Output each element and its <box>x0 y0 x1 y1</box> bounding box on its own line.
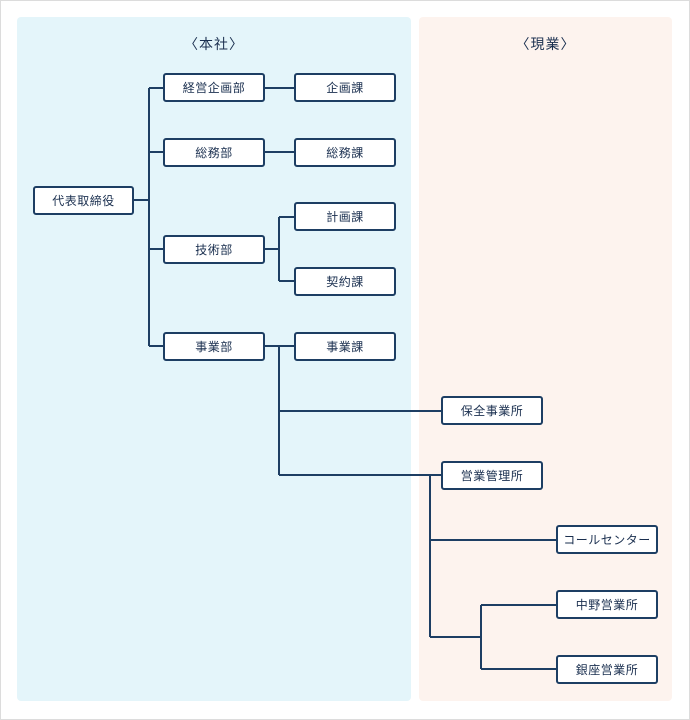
planning-dept-box: 経営企画部 <box>163 73 265 102</box>
maintenance-office-box: 保全事業所 <box>441 396 543 425</box>
head-office-heading: 〈本社〉 <box>184 37 244 53</box>
business-section-box: 事業課 <box>294 332 396 361</box>
ginza-office-box: 銀座営業所 <box>556 655 658 684</box>
sales-management-office-box: 営業管理所 <box>441 461 543 490</box>
field-operations-panel <box>419 17 672 701</box>
technology-dept-box: 技術部 <box>163 235 265 264</box>
general-affairs-section-box: 総務課 <box>294 138 396 167</box>
field-operations-heading: 〈現業〉 <box>515 37 576 53</box>
business-dept-box: 事業部 <box>163 332 265 361</box>
nakano-office-box: 中野営業所 <box>556 590 658 619</box>
planning-section-box: 企画課 <box>294 73 396 102</box>
ceo-box: 代表取締役 <box>33 186 134 215</box>
call-center-box: コールセンター <box>556 525 658 554</box>
keikaku-section-box: 計画課 <box>294 202 396 231</box>
contract-section-box: 契約課 <box>294 267 396 296</box>
general-affairs-dept-box: 総務部 <box>163 138 265 167</box>
